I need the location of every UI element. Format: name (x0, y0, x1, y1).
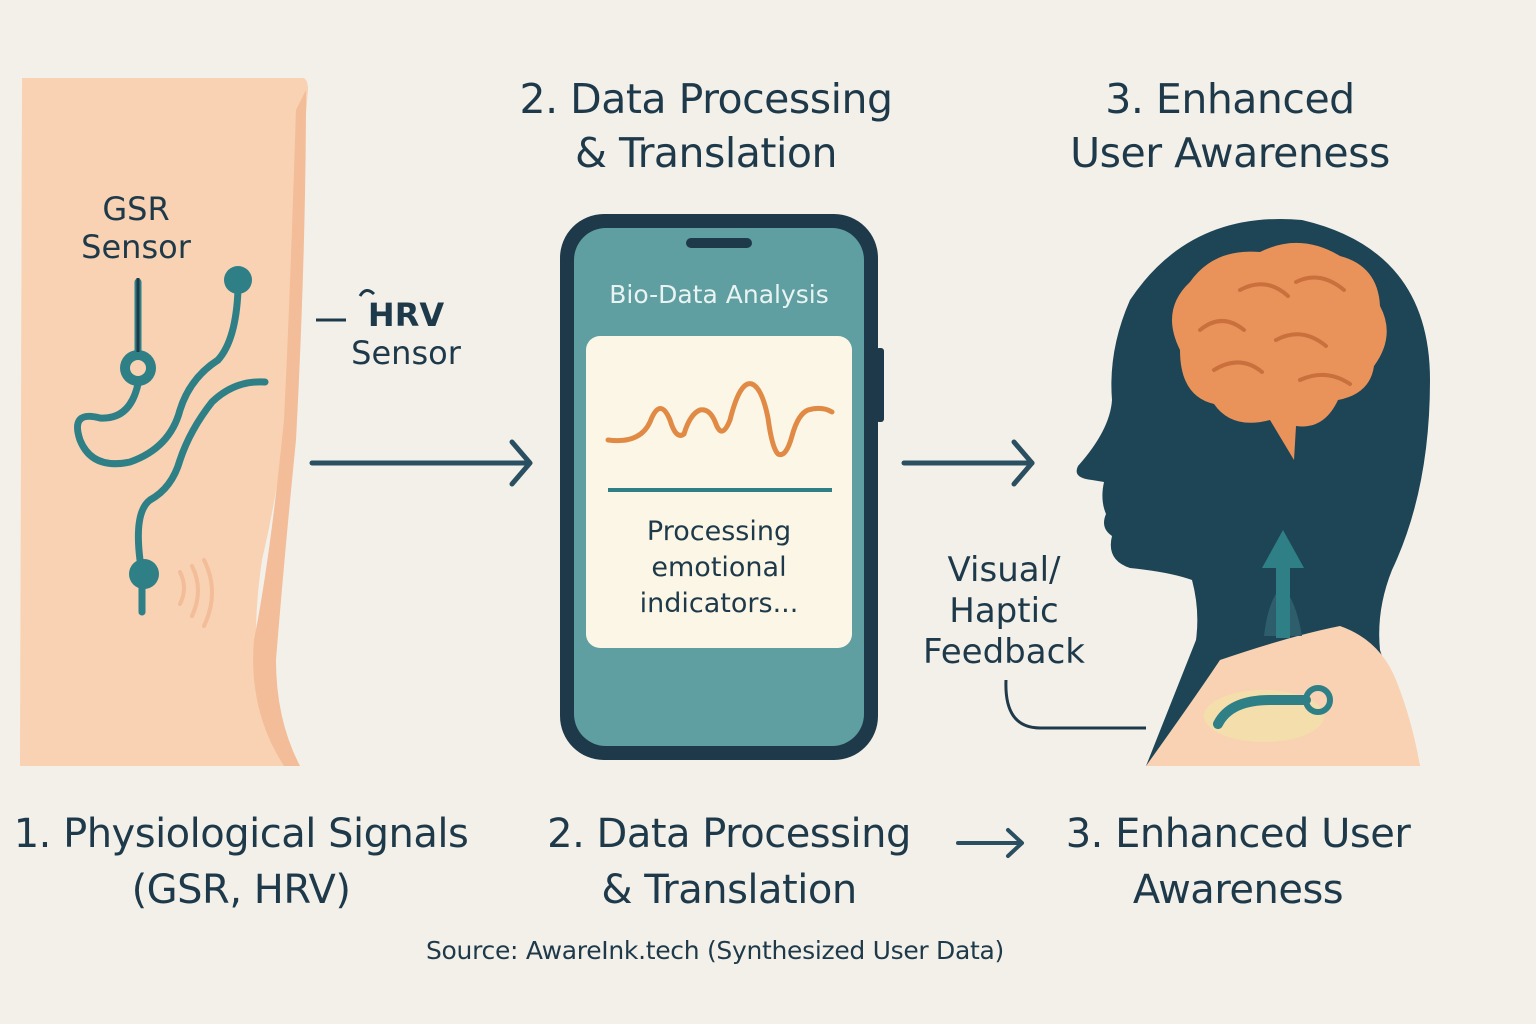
awareness-title-line-1: 3. Enhanced (1105, 75, 1355, 123)
hrv-label-line-2: Sensor (351, 334, 461, 372)
processing-title-line-1: 2. Data Processing (519, 75, 893, 123)
arm-illustration (20, 77, 308, 766)
gsr-electrode-center (130, 360, 146, 376)
gsr-label-line-1: GSR (102, 190, 170, 228)
hrv-electrode-icon (129, 559, 159, 589)
feedback-line-2: Haptic (949, 591, 1059, 631)
bottom-flow-arrow (956, 828, 1024, 858)
flow-arrow-2 (901, 439, 1035, 487)
brain-icon (1172, 242, 1387, 460)
source-caption: Source: AwareInk.tech (Synthesized User … (425, 936, 1005, 965)
phone-status-line-3: indicators... (639, 588, 799, 619)
feedback-label: Visual/ Haptic Feedback (916, 550, 1092, 673)
waveform-icon (605, 381, 835, 458)
awareness-label-line-2: Awareness (1132, 867, 1344, 913)
hrv-label-line-1: HRV (367, 296, 445, 334)
signals-label-line-1: 1. Physiological Signals (13, 811, 469, 857)
awareness-label-line-1: 3. Enhanced User (1065, 811, 1411, 857)
processing-label-line-1: 2. Data Processing (547, 811, 911, 857)
awareness-step-label: 3. Enhanced User Awareness (1036, 806, 1440, 918)
signals-label-line-2: (GSR, HRV) (131, 867, 351, 913)
signals-step-label: 1. Physiological Signals (GSR, HRV) (0, 806, 482, 918)
processing-step-title: 2. Data Processing & Translation (486, 72, 926, 180)
gsr-sensor-label: GSR Sensor (64, 190, 208, 266)
processing-step-label: 2. Data Processing & Translation (522, 806, 936, 918)
phone-status-line-1: Processing (646, 516, 792, 547)
neck-wearable-icon (1204, 685, 1333, 742)
wire-end-node-icon (224, 266, 252, 294)
feedback-line-1: Visual/ (947, 550, 1061, 590)
feedback-line-3: Feedback (923, 632, 1085, 672)
flow-arrow-1 (309, 439, 533, 487)
hrv-signal-icon (358, 289, 376, 297)
processing-label-line-2: & Translation (601, 867, 857, 913)
gsr-label-line-2: Sensor (81, 228, 191, 266)
phone-screen-header: Bio-Data Analysis (609, 280, 829, 309)
feedback-connector-line (1004, 679, 1146, 730)
processing-title-line-2: & Translation (575, 129, 837, 177)
smartphone-illustration (560, 214, 884, 760)
awareness-step-title: 3. Enhanced User Awareness (1030, 72, 1430, 180)
hrv-sensor-label: HRV Sensor (346, 296, 466, 372)
phone-status-text: Processing emotional indicators... (588, 514, 850, 622)
awareness-title-line-2: User Awareness (1070, 129, 1390, 177)
phone-status-line-2: emotional (651, 552, 787, 583)
feedback-up-arrow (1262, 530, 1304, 638)
